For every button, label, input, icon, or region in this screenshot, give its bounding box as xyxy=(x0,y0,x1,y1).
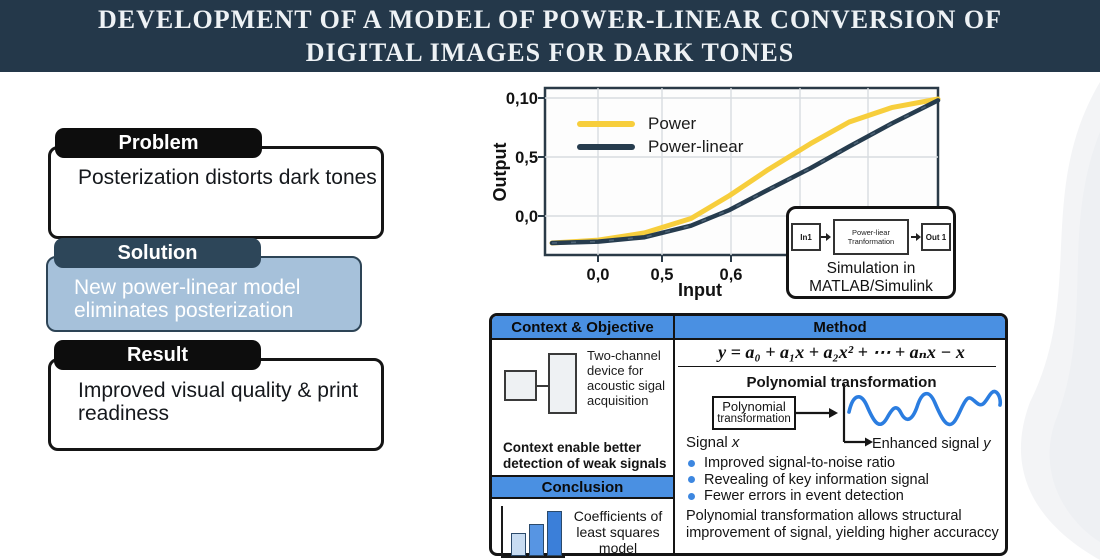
bullet-icon xyxy=(688,459,695,467)
polynomial-transformation-box: Polynomial transformation xyxy=(712,396,796,430)
simulink-block-diagram: In1 Power-liear Tranformation Out 1 xyxy=(789,219,953,255)
power-legend-swatch-icon xyxy=(577,121,635,127)
conclusion-header-label: Conclusion xyxy=(541,478,624,496)
poster-title-line2: DIGITAL IMAGES FOR DARK TONES xyxy=(305,38,795,67)
simulink-caption-line1: Simulation in xyxy=(826,260,916,277)
arrow-right-icon xyxy=(821,233,831,241)
device-channel-large-icon xyxy=(548,353,577,414)
bar-3 xyxy=(547,511,562,556)
solution-card-text: New power-linear model eliminates poster… xyxy=(74,276,301,322)
xtick-0-0: 0,0 xyxy=(587,266,610,284)
power-linear-legend-swatch-icon xyxy=(577,144,635,150)
ytick-0-0: 0,0 xyxy=(515,208,538,226)
solution-card-body: New power-linear model eliminates poster… xyxy=(46,256,362,332)
problem-card-header: Problem xyxy=(55,128,262,158)
y-axis-label: Output xyxy=(490,143,510,202)
bullet-item: Revealing of key information signal xyxy=(688,472,929,488)
device-connector-icon xyxy=(537,385,548,387)
result-card-header: Result xyxy=(54,340,261,370)
formula-underline xyxy=(678,366,996,367)
power-linear-curve xyxy=(549,98,941,246)
signal-word: Signal xyxy=(686,434,728,451)
simulink-caption: Simulation in MATLAB/Simulink xyxy=(789,260,953,296)
bullet-item: Improved signal-to-noise ratio xyxy=(688,455,929,471)
bar-2 xyxy=(529,524,544,556)
conclusion-caption: Coefficients of least squares model xyxy=(573,508,663,556)
ytick-0-10: 0,10 xyxy=(506,90,538,108)
method-note: Polynomial transformation allows structu… xyxy=(686,508,999,541)
arrow-right-icon xyxy=(829,408,838,418)
bullet-text: Revealing of key information signal xyxy=(704,471,929,488)
simulink-block-line2: Tranformation xyxy=(847,237,895,246)
method-bullet-list: Improved signal-to-noise ratio Revealing… xyxy=(688,455,929,505)
problem-card-text: Posterization distorts dark tones xyxy=(78,166,377,189)
bullet-item: Fewer errors in event detection xyxy=(688,488,929,504)
polybox-line2: transformation xyxy=(717,413,791,425)
polynomial-transformation-title: Polynomial transformation xyxy=(746,374,937,391)
enhanced-var: y xyxy=(983,436,991,452)
power-legend-label: Power xyxy=(648,114,697,133)
arrow-right-icon xyxy=(911,233,921,241)
power-linear-legend-label: Power-linear xyxy=(648,137,744,156)
method-header-label: Method xyxy=(813,318,867,336)
bar-1 xyxy=(511,533,526,556)
arrow-right-icon xyxy=(865,437,873,447)
enhanced-word: Enhanced signal xyxy=(872,436,980,452)
xtick-0-5: 0,5 xyxy=(651,266,674,284)
problem-card-label: Problem xyxy=(118,131,199,154)
bullet-text: Improved signal-to-noise ratio xyxy=(704,455,896,471)
simulink-transformation-block: Power-liear Tranformation xyxy=(833,219,909,255)
context-note: Context enable better detection of weak … xyxy=(503,440,667,471)
context-device-caption: Two-channel device for acoustic sigal ac… xyxy=(587,348,666,408)
conclusion-header: Conclusion xyxy=(492,475,673,499)
signal-wave-icon xyxy=(847,389,1003,427)
context-objective-header: Context & Objective xyxy=(492,316,673,340)
xtick-0-6: 0,6 xyxy=(720,266,743,284)
context-objective-header-label: Context & Objective xyxy=(511,318,654,336)
x-axis-label: Input xyxy=(678,280,722,300)
result-card-text: Improved visual quality & print readines… xyxy=(78,379,359,425)
signal-wave-diagram xyxy=(796,384,1003,447)
summary-table: Context & Objective Method Two-channel d… xyxy=(489,313,1008,558)
device-channel-small-icon xyxy=(504,370,537,401)
bar-chart-icon xyxy=(501,506,565,558)
polybox-line1: Polynomial xyxy=(722,399,786,414)
bullet-text: Fewer errors in event detection xyxy=(704,488,904,504)
table-column-divider xyxy=(673,340,675,553)
result-card-body: Improved visual quality & print readines… xyxy=(48,358,384,451)
enhanced-signal-label: Enhanced signal y xyxy=(872,436,991,452)
simulink-caption-line2: MATLAB/Simulink xyxy=(809,278,933,295)
poster-title-line1: DEVELOPMENT OF A MODEL OF POWER-LINEAR C… xyxy=(97,5,1003,34)
solution-card-label: Solution xyxy=(117,241,198,264)
result-card-label: Result xyxy=(126,343,189,366)
ytick-0-5: 0,5 xyxy=(515,149,538,167)
signal-x-label: Signal x xyxy=(686,434,739,451)
problem-card-body: Posterization distorts dark tones xyxy=(48,146,384,239)
signal-var: x xyxy=(731,434,740,451)
polynomial-formula: y = a₀ + a₁x + a₂x² + ⋯ + aₙx − x xyxy=(718,342,965,362)
simulink-in-port: In1 xyxy=(791,223,821,251)
legend-item-power: Power xyxy=(577,114,696,134)
legend-item-power-linear: Power-linear xyxy=(577,137,743,157)
method-header: Method xyxy=(673,316,1005,340)
power-curve xyxy=(549,96,941,246)
simulink-block-line1: Power-liear xyxy=(852,228,890,237)
solution-card-header: Solution xyxy=(54,238,261,268)
simulink-out-port: Out 1 xyxy=(921,223,951,251)
poster-header: DEVELOPMENT OF A MODEL OF POWER-LINEAR C… xyxy=(0,0,1100,72)
simulink-inset: In1 Power-liear Tranformation Out 1 Simu… xyxy=(786,206,956,299)
bullet-icon xyxy=(688,492,695,500)
bullet-icon xyxy=(688,476,695,483)
